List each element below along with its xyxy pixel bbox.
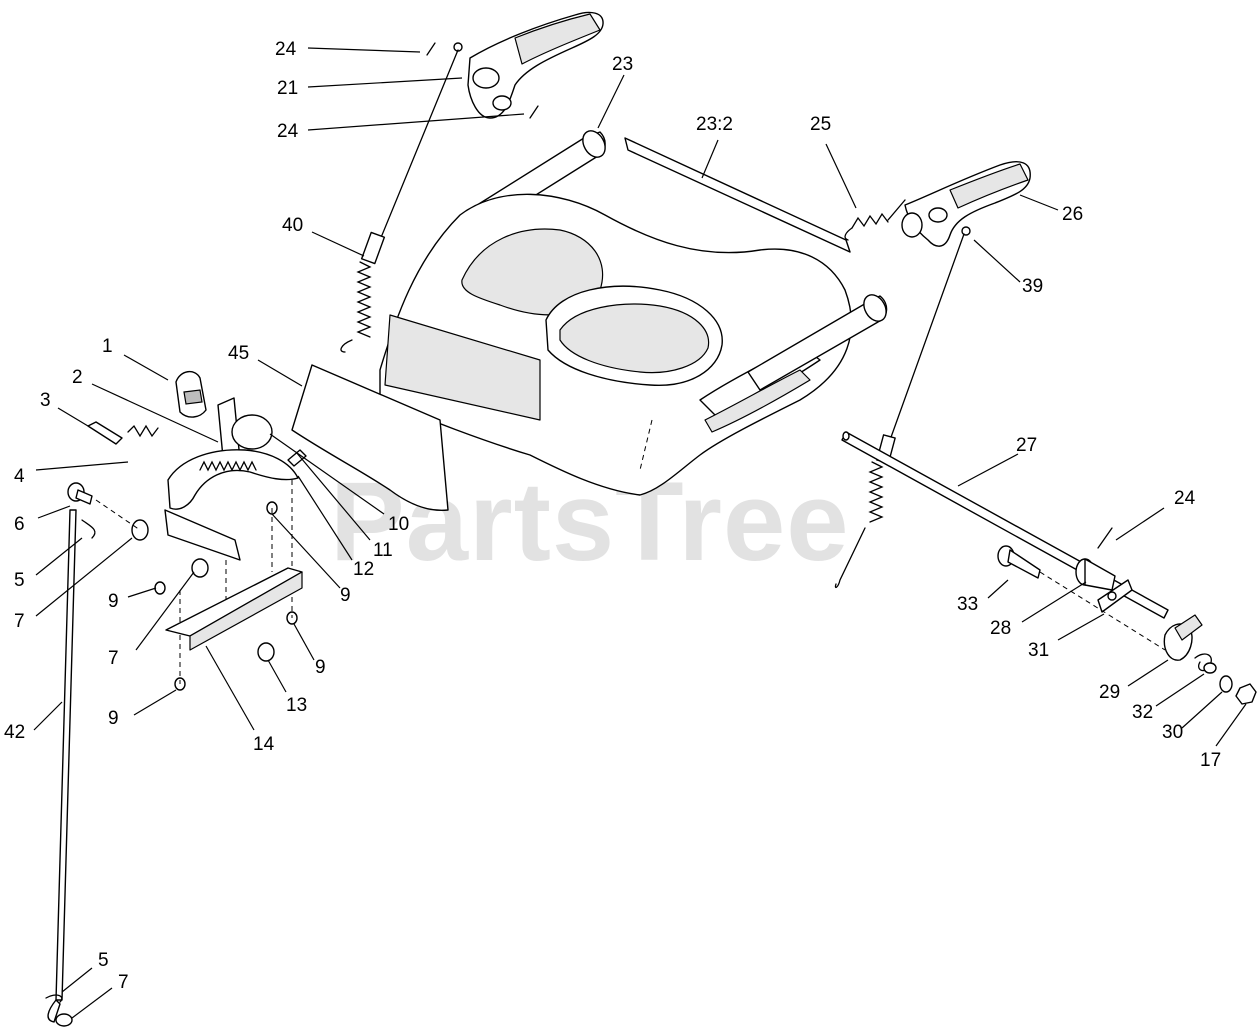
washer-7-bottom xyxy=(55,1013,73,1027)
left-handle xyxy=(467,11,604,119)
callout-5-top: 5 xyxy=(14,570,25,591)
callout-40: 40 xyxy=(282,215,303,236)
callout-45: 45 xyxy=(228,343,249,364)
washer-7-top xyxy=(131,519,149,541)
callout-7-top: 7 xyxy=(14,611,25,632)
callout-24-right: 24 xyxy=(1174,488,1196,509)
callout-27: 27 xyxy=(1016,435,1037,456)
callout-25: 25 xyxy=(810,114,831,135)
clip-5-top xyxy=(81,519,96,539)
callout-33: 33 xyxy=(957,594,978,615)
callout-6: 6 xyxy=(14,514,25,535)
washer-7-mid xyxy=(191,558,209,578)
bracket-14 xyxy=(165,567,303,651)
callout-13: 13 xyxy=(286,695,307,716)
spring-32 xyxy=(1194,653,1217,674)
bolt-9a xyxy=(154,581,166,595)
callout-29: 29 xyxy=(1099,682,1120,703)
leader-lines xyxy=(33,47,1247,1019)
callout-21: 21 xyxy=(277,78,298,99)
callout-23-2: 23:2 xyxy=(696,114,733,135)
cable-40 xyxy=(340,42,463,353)
callout-10: 10 xyxy=(388,514,409,535)
callout-9-d: 9 xyxy=(108,708,119,729)
cross-bar xyxy=(624,137,851,253)
washer-31 xyxy=(1097,579,1133,613)
pivot-6 xyxy=(67,482,93,505)
callout-1: 1 xyxy=(102,336,113,357)
clip-5-bottom xyxy=(45,994,63,1003)
handle-tube-right xyxy=(747,294,888,391)
callout-39: 39 xyxy=(1022,276,1043,297)
bolt-33 xyxy=(997,545,1041,579)
callout-7-mid: 7 xyxy=(108,648,119,669)
callout-9-c: 9 xyxy=(315,657,326,678)
washer-30 xyxy=(1219,675,1233,693)
callout-3: 3 xyxy=(40,390,51,411)
console-housing xyxy=(379,193,853,496)
callout-24-middle: 24 xyxy=(277,121,299,142)
callout-23: 23 xyxy=(612,54,633,75)
callout-32: 32 xyxy=(1132,702,1153,723)
pin-24-right xyxy=(1097,527,1113,549)
decal-45 xyxy=(291,364,449,512)
callout-30: 30 xyxy=(1162,722,1183,743)
callout-11: 11 xyxy=(373,540,393,561)
spring-4 xyxy=(127,424,159,438)
bushing-28 xyxy=(1075,558,1116,591)
callout-24-top: 24 xyxy=(275,39,297,60)
nut-17 xyxy=(1235,683,1257,705)
callout-42: 42 xyxy=(4,722,25,743)
callout-4: 4 xyxy=(14,466,25,487)
callout-9-b: 9 xyxy=(340,585,351,606)
callout-5-bottom: 5 xyxy=(98,950,109,971)
spring-25 xyxy=(844,199,906,241)
callout-31: 31 xyxy=(1028,640,1049,661)
callout-26: 26 xyxy=(1062,204,1083,225)
callout-9-a: 9 xyxy=(108,591,119,612)
callout-17: 17 xyxy=(1200,750,1221,771)
callout-2: 2 xyxy=(72,367,83,388)
callout-7-bottom: 7 xyxy=(118,972,129,993)
callout-12: 12 xyxy=(353,559,374,580)
shift-plate xyxy=(164,449,299,561)
pin-24-middle xyxy=(529,105,539,119)
callout-28: 28 xyxy=(990,618,1011,639)
right-handle xyxy=(901,161,1031,247)
screw-12 xyxy=(287,449,307,467)
knob-1 xyxy=(175,371,207,418)
pin-3 xyxy=(87,421,123,445)
cable-39 xyxy=(834,226,971,589)
lever-29 xyxy=(1163,614,1203,661)
callout-14: 14 xyxy=(253,734,275,755)
pin-24-top xyxy=(426,42,436,56)
callout-labels: 24 21 24 23 23:2 25 26 39 40 45 1 2 3 4 … xyxy=(4,39,1221,993)
nut-13 xyxy=(257,642,275,662)
